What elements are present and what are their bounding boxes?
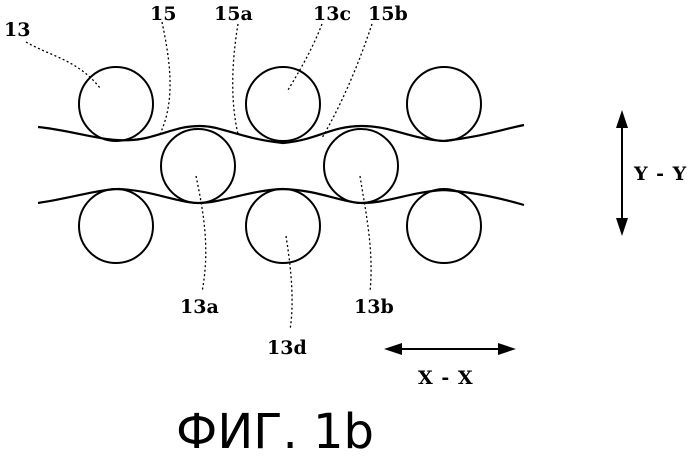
label-15a: 15a xyxy=(214,3,253,25)
label-15b: 15b xyxy=(368,3,408,25)
x-axis-indicator: X - X xyxy=(384,343,516,389)
label-13d: 13d xyxy=(267,337,307,359)
figure-caption: ФИГ. 1b xyxy=(176,404,374,456)
y-axis-label: Y - Y xyxy=(633,163,687,185)
label-13b: 13b xyxy=(354,296,394,318)
fiber-13a xyxy=(161,129,235,203)
leader-15a xyxy=(233,24,238,134)
fiber-bottom-right xyxy=(407,189,481,263)
fiber-13 xyxy=(79,67,153,141)
leader-15 xyxy=(160,22,170,134)
label-13a: 13a xyxy=(180,296,219,318)
fiber-top-right xyxy=(407,67,481,141)
fiber-13c xyxy=(246,67,320,141)
fiber-bottom-left xyxy=(79,189,153,263)
y-axis-arrow-up xyxy=(616,110,628,128)
leader-15b xyxy=(322,24,372,138)
label-13: 13 xyxy=(4,19,30,41)
fiber-13d xyxy=(246,189,320,263)
x-axis-arrow-left xyxy=(384,343,402,355)
fiber-group xyxy=(79,67,481,263)
y-axis-arrow-down xyxy=(616,218,628,236)
y-axis-indicator: Y - Y xyxy=(616,110,687,236)
x-axis-label: X - X xyxy=(418,367,474,389)
x-axis-arrow-right xyxy=(498,343,516,355)
label-15: 15 xyxy=(150,3,176,25)
fiber-13b xyxy=(324,129,398,203)
label-13c: 13c xyxy=(313,3,351,25)
